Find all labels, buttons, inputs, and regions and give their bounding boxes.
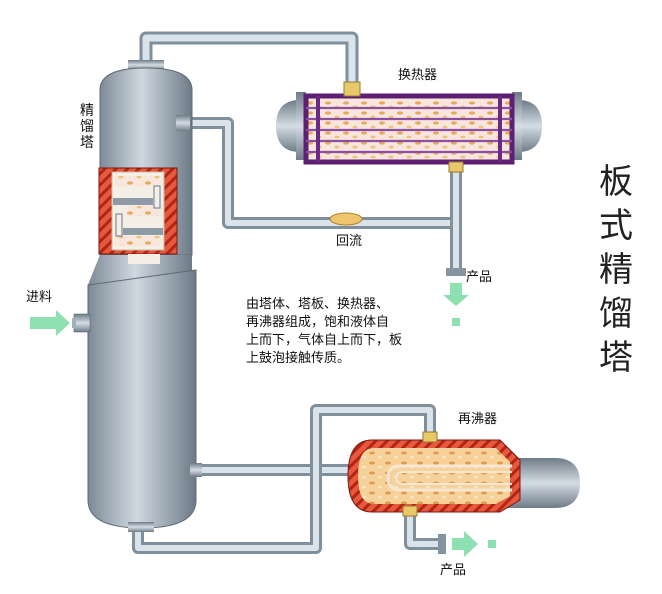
description-text: 由塔体、塔板、换热器、 再沸器组成，饱和液体自 上而下，气体自上而下，板 上鼓泡… [246, 296, 426, 368]
tray-section [98, 167, 178, 264]
description-line-4: 上鼓泡接触传质。 [246, 351, 351, 366]
bottom-product-label: 产品 [440, 563, 467, 578]
top-product-label: 产品 [466, 270, 493, 285]
description-line-3: 上而下，气体自上而下，板 [246, 333, 403, 348]
diagram-title: 板式精馏塔 [599, 162, 633, 378]
pipe-network [132, 31, 466, 554]
description-line-2: 再沸器组成，饱和液体自 [246, 315, 390, 330]
reflux-label: 回流 [336, 234, 363, 249]
heat-exchanger-label: 换热器 [398, 68, 438, 83]
heat-exchanger [276, 81, 542, 173]
reboiler [347, 431, 580, 517]
feed-arrow [30, 310, 70, 336]
reboiler-label: 再沸器 [458, 412, 498, 427]
distillation-column [72, 60, 202, 532]
column-label: 精馏塔 [80, 103, 94, 151]
description-line-1: 由塔体、塔板、换热器、 [246, 297, 390, 312]
bottom-product-arrow [452, 531, 496, 557]
reflux-sight-glass [329, 212, 363, 226]
top-product-arrow [443, 283, 469, 326]
feed-label: 进料 [26, 290, 53, 305]
